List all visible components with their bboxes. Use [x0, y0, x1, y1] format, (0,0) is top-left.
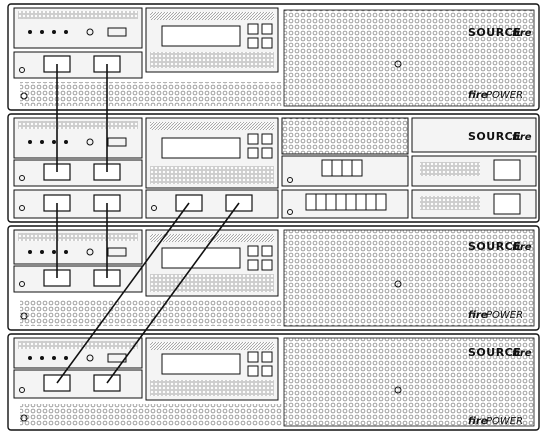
network-module: [13, 189, 143, 219]
lcd-module: [145, 7, 279, 73]
lcd-display: [161, 25, 241, 47]
svg-text:fire: fire: [468, 416, 488, 427]
control-module: [13, 7, 143, 49]
firepower-logo: fire POWER: [468, 90, 523, 101]
chassis-3: SOURCE fire fire POWER: [7, 225, 540, 331]
lcd-module: [145, 337, 279, 401]
stack-extension-module: SOURCE fire: [411, 117, 537, 219]
control-module: [13, 337, 143, 369]
sourcefire-logo: SOURCE fire: [468, 130, 532, 143]
svg-text:SOURCE: SOURCE: [468, 26, 521, 39]
svg-text:fire: fire: [468, 90, 488, 101]
svg-text:fire: fire: [468, 310, 488, 321]
chassis-1: SOURCE fire fire POWER: [7, 3, 540, 111]
stacking-cable: [56, 202, 190, 384]
screw-icon: [20, 414, 28, 422]
svg-text:SOURCE: SOURCE: [468, 240, 521, 253]
lcd-module: [145, 117, 279, 189]
control-module: [13, 117, 143, 159]
control-module: [13, 229, 143, 265]
chassis-4: SOURCE fire fire POWER: [7, 333, 540, 431]
network-module: [13, 159, 143, 187]
vent-grille: [283, 337, 535, 427]
sourcefire-logo: SOURCE fire: [468, 26, 532, 39]
screw-icon: [394, 280, 402, 288]
screw-icon: [394, 386, 402, 394]
fiber-module: [281, 117, 409, 219]
network-module: [13, 369, 143, 399]
network-module: [145, 189, 279, 219]
lcd-display: [161, 353, 241, 375]
svg-text:POWER: POWER: [486, 310, 523, 321]
chassis-2: SOURCE fire: [7, 113, 540, 223]
vent-grille: [283, 9, 535, 107]
vent-grille: [283, 229, 535, 327]
svg-text:fire: fire: [512, 348, 532, 359]
vent-grille: [20, 82, 282, 106]
screw-icon: [394, 60, 402, 68]
firepower-logo: fire POWER: [468, 310, 523, 321]
lcd-display: [161, 247, 241, 269]
sourcefire-logo: SOURCE fire: [468, 346, 532, 359]
screw-icon: [20, 92, 28, 100]
svg-text:SOURCE: SOURCE: [468, 346, 521, 359]
network-module: [13, 265, 143, 293]
svg-text:SOURCE: SOURCE: [468, 130, 521, 143]
vent-grille: [20, 404, 282, 426]
network-module: [13, 51, 143, 79]
svg-text:fire: fire: [512, 132, 532, 143]
screw-icon: [20, 312, 28, 320]
stacking-cables: [56, 64, 240, 384]
svg-text:POWER: POWER: [486, 90, 523, 101]
sourcefire-logo: SOURCE fire: [468, 240, 532, 253]
svg-text:fire: fire: [512, 28, 532, 39]
lcd-display: [161, 137, 241, 159]
svg-text:POWER: POWER: [486, 416, 523, 427]
stacking-cable: [106, 202, 240, 384]
svg-text:fire: fire: [512, 242, 532, 253]
firepower-logo: fire POWER: [468, 416, 523, 427]
